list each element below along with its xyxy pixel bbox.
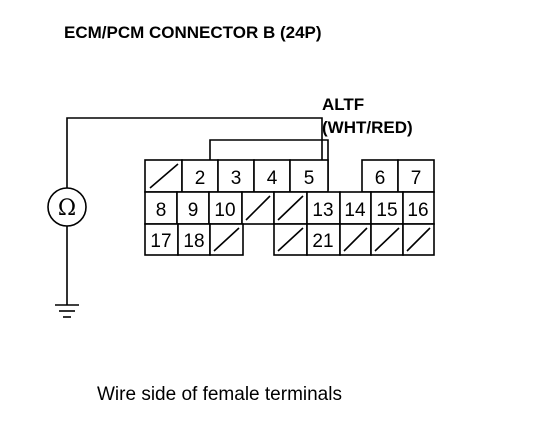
terminal-7-label: 7: [411, 168, 422, 189]
terminal-9: [176, 191, 210, 225]
terminal-9-label: 9: [188, 200, 199, 221]
connector-b: 2 3 4 5 6 7 8 9 10 13 14 15 16 17 18: [144, 159, 435, 256]
terminal-15-label: 15: [376, 200, 397, 221]
ground-icon: [55, 304, 79, 318]
ohmmeter-wiring: [55, 117, 323, 318]
terminal-8-label: 8: [156, 200, 167, 221]
terminal-13: [306, 191, 341, 225]
terminal-17: [144, 223, 179, 256]
terminal-5: [289, 159, 329, 193]
terminal-6-label: 6: [375, 168, 386, 189]
terminal-3-label: 3: [231, 168, 242, 189]
terminal-13-label: 13: [312, 200, 333, 221]
diagram-title: ECM/PCM CONNECTOR B (24P): [64, 23, 322, 42]
ohmmeter-icon: Ω: [47, 187, 87, 227]
terminal-21: [306, 223, 341, 256]
terminal-5-label: 5: [304, 168, 315, 189]
terminal-7: [397, 159, 435, 193]
terminal-4-label: 4: [267, 168, 278, 189]
terminal-2-label: 2: [195, 168, 206, 189]
ohm-symbol: Ω: [58, 196, 76, 221]
terminal-10-label: 10: [214, 200, 235, 221]
test-lead-wire: [66, 117, 323, 192]
terminal-10: [208, 191, 243, 225]
terminal-16-label: 16: [407, 200, 428, 221]
wire-color-label: (WHT/RED): [322, 118, 413, 137]
diagram-caption: Wire side of female terminals: [97, 384, 342, 405]
terminal-14-label: 14: [344, 200, 366, 221]
terminal-18-label: 18: [183, 231, 204, 252]
terminal-21-label: 21: [312, 231, 333, 252]
terminal-16: [402, 191, 435, 225]
terminal-17-label: 17: [150, 231, 171, 252]
wire-name-label: ALTF: [322, 95, 364, 114]
terminal-2: [181, 159, 219, 193]
